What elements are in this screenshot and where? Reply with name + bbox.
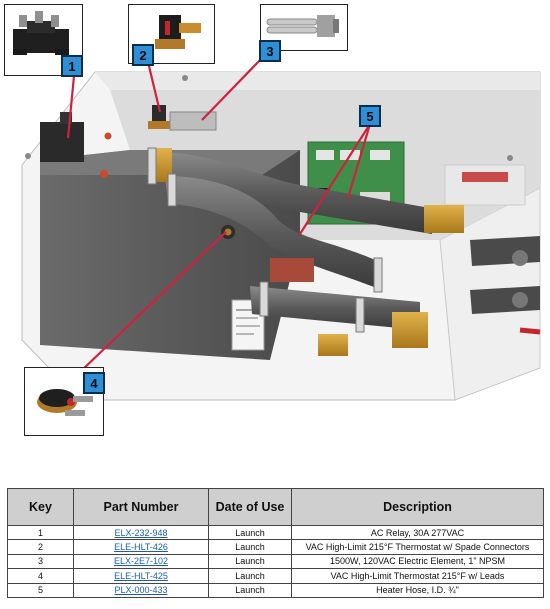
leader-line-1 — [66, 75, 76, 139]
header-key: Key — [7, 488, 74, 526]
part-number-link[interactable]: ELX-2E7-102 — [113, 556, 169, 567]
cell-key: 1 — [7, 524, 74, 541]
cell-description: 1500W, 120VAC Electric Element, 1" NPSM — [291, 553, 544, 570]
heating-element-icon — [266, 15, 339, 37]
cell-date: Launch — [208, 539, 292, 555]
cell-date: Launch — [208, 568, 292, 584]
cell-key: 3 — [7, 553, 74, 570]
part-number-link[interactable]: ELX-232-948 — [114, 527, 168, 538]
cell-date: Launch — [208, 524, 292, 541]
leader-line-5b — [346, 123, 372, 199]
key-tag-3: 3 — [259, 40, 281, 62]
key-tag-1: 1 — [61, 55, 83, 77]
cell-date: Launch — [208, 553, 292, 570]
leader-line-4 — [79, 231, 227, 373]
product-figure: 1 2 3 4 5 — [4, 4, 541, 436]
part-number-link[interactable]: ELE-HLT-426 — [114, 542, 168, 553]
parts-table: Key Part Number Date of Use Description … — [7, 488, 544, 598]
table-row: 4 ELE-HLT-425 Launch VAC High-Limit Ther… — [7, 568, 544, 584]
leader-line-5a — [299, 123, 371, 235]
header-part-number: Part Number — [73, 488, 209, 526]
key-tag-5: 5 — [359, 105, 381, 127]
cell-description: VAC High-Limit 215°F Thermostat w/ Spade… — [291, 539, 544, 555]
table-row: 1 ELX-232-948 Launch AC Relay, 30A 277VA… — [7, 524, 544, 541]
cell-key: 5 — [7, 582, 74, 598]
key-tag-2: 2 — [132, 44, 154, 66]
key-tag-4: 4 — [83, 372, 105, 394]
heater-assembly-illustration — [21, 57, 541, 401]
header-date-of-use: Date of Use — [208, 488, 292, 526]
cell-description: Heater Hose, I.D. ¾" — [291, 582, 544, 598]
cell-key: 4 — [7, 568, 74, 584]
table-row: 2 ELE-HLT-426 Launch VAC High-Limit 215°… — [7, 539, 544, 555]
table-row: 3 ELX-2E7-102 Launch 1500W, 120VAC Elect… — [7, 553, 544, 570]
header-description: Description — [291, 488, 544, 526]
cell-key: 2 — [7, 539, 74, 555]
thermostat-spade-icon — [155, 15, 201, 49]
thermostat-leads-icon — [37, 389, 93, 416]
ac-relay-icon — [13, 11, 69, 55]
cell-description: AC Relay, 30A 277VAC — [291, 524, 544, 541]
part-number-link[interactable]: PLX-000-433 — [114, 585, 168, 596]
table-header-row: Key Part Number Date of Use Description — [7, 488, 544, 526]
cell-description: VAC High-Limit Thermostat 215°F w/ Leads — [291, 568, 544, 584]
table-row: 5 PLX-000-433 Launch Heater Hose, I.D. ¾… — [7, 582, 544, 598]
cell-date: Launch — [208, 582, 292, 598]
leader-line-2 — [146, 61, 162, 113]
part-number-link[interactable]: ELE-HLT-425 — [114, 570, 168, 581]
leader-line-3 — [201, 57, 263, 121]
